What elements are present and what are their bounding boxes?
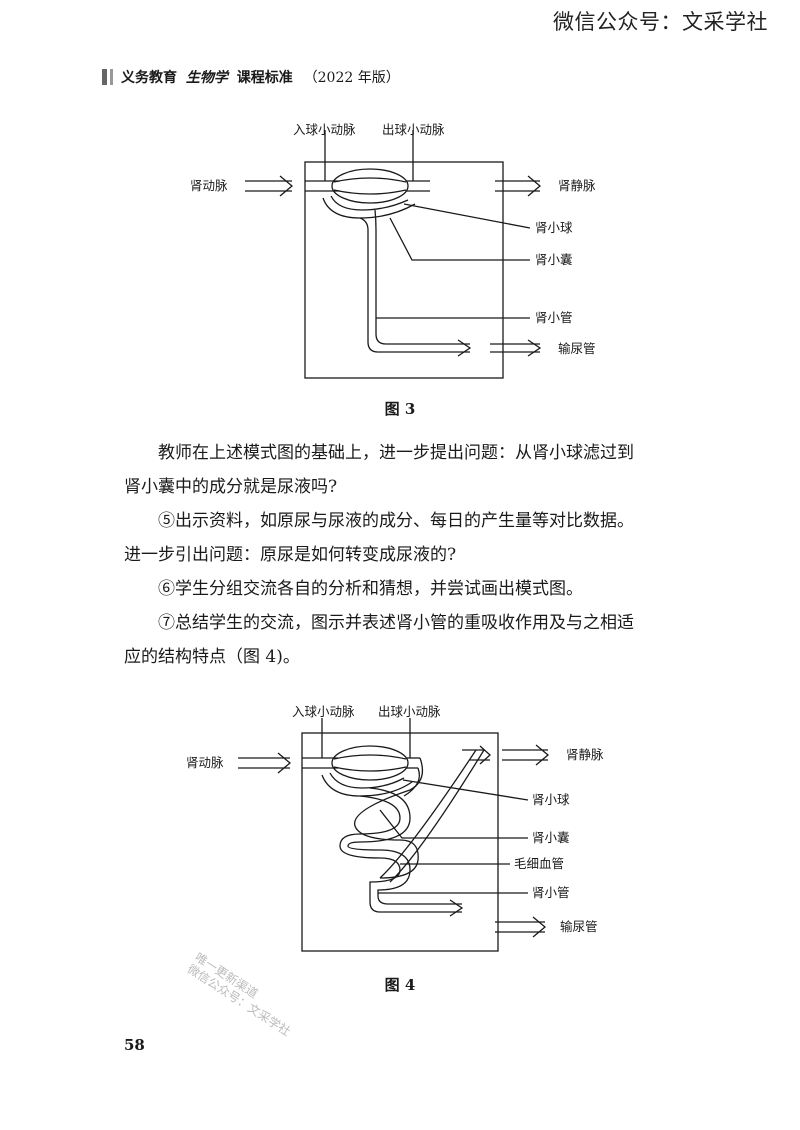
head-part2: 生物学 bbox=[185, 70, 228, 86]
figure-3: 入球小动脉 出球小动脉 肾动脉 肾静脉 肾小球 肾小囊 肾小管 输尿管 bbox=[0, 118, 800, 388]
fig4-label-ureter: 输尿管 bbox=[560, 919, 598, 934]
head-edition: （2022 年版） bbox=[303, 70, 400, 86]
head-part1: 义务教育 bbox=[121, 70, 177, 86]
running-head: 义务教育 生物学 课程标准 （2022 年版） bbox=[102, 66, 400, 88]
coiled-tubule-inner bbox=[347, 787, 462, 905]
fig3-label-efferent: 出球小动脉 bbox=[382, 122, 445, 137]
fig4-label-renal-artery: 肾动脉 bbox=[186, 755, 224, 770]
figure-3-diagram: 入球小动脉 出球小动脉 肾动脉 肾静脉 肾小球 肾小囊 肾小管 输尿管 bbox=[190, 122, 596, 379]
figure-4-diagram: 入球小动脉 出球小动脉 肾动脉 肾静脉 肾小球 肾小囊 毛细血管 肾小管 输尿管 bbox=[186, 704, 604, 952]
running-head-bars bbox=[102, 69, 113, 85]
fig4-label-capillary: 毛细血管 bbox=[514, 856, 564, 871]
fig3-label-renal-artery: 肾动脉 bbox=[190, 178, 228, 193]
figure-3-caption: 图 3 bbox=[384, 400, 416, 418]
figure-4-caption: 图 4 bbox=[384, 976, 416, 994]
watermark-top: 微信公众号：文采学社 bbox=[553, 10, 768, 34]
para-1-line-2: 肾小囊中的成分就是尿液吗? bbox=[124, 477, 338, 497]
coiled-tubule-outer bbox=[339, 795, 462, 913]
running-head-title: 义务教育 生物学 课程标准 （2022 年版） bbox=[121, 67, 400, 87]
fig3-label-renal-vein: 肾静脉 bbox=[558, 178, 596, 193]
fig3-label-tubule: 肾小管 bbox=[535, 310, 573, 325]
capillary-coil bbox=[354, 757, 424, 879]
fig4-label-renal-vein: 肾静脉 bbox=[566, 747, 604, 762]
para-2-line-2: 进一步引出问题：原尿是如何转变成尿液的? bbox=[124, 545, 457, 565]
nephron-frame-4 bbox=[301, 732, 499, 952]
body-text: 教师在上述模式图的基础上，进一步提出问题：从肾小球滤过到 肾小囊中的成分就是尿液… bbox=[124, 436, 684, 674]
para-2-line-1: ⑤出示资料，如原尿与尿液的成分、每日的产生量等对比数据。 bbox=[158, 511, 634, 531]
glomerulus-loop-1 bbox=[333, 177, 407, 183]
fig3-label-capsule: 肾小囊 bbox=[535, 252, 573, 267]
fig3-label-afferent: 入球小动脉 bbox=[293, 122, 356, 137]
fig4-label-tubule: 肾小管 bbox=[532, 885, 570, 900]
fig3-label-glomerulus: 肾小球 bbox=[535, 220, 573, 235]
page-number: 58 bbox=[124, 1036, 145, 1054]
figure-4: 入球小动脉 出球小动脉 肾动脉 肾静脉 肾小球 肾小囊 毛细血管 肾小管 输尿管 bbox=[0, 700, 800, 960]
nephron-frame bbox=[304, 161, 504, 379]
glomerulus-ball bbox=[331, 168, 409, 204]
para-4-line-2: 应的结构特点（图 4)。 bbox=[124, 647, 300, 667]
fig4-label-glomerulus: 肾小球 bbox=[532, 792, 570, 807]
fig4-label-afferent: 入球小动脉 bbox=[292, 704, 355, 719]
fig4-label-efferent: 出球小动脉 bbox=[378, 704, 441, 719]
para-1-line-1: 教师在上述模式图的基础上，进一步提出问题：从肾小球滤过到 bbox=[158, 443, 634, 463]
head-part3: 课程标准 bbox=[236, 70, 293, 86]
para-3: ⑥学生分组交流各自的分析和猜想，并尝试画出模式图。 bbox=[158, 579, 583, 599]
fig3-label-ureter: 输尿管 bbox=[558, 341, 596, 356]
fig4-label-capsule: 肾小囊 bbox=[532, 830, 570, 845]
para-4-line-1: ⑦总结学生的交流，图示并表述肾小管的重吸收作用及与之相适 bbox=[158, 613, 634, 633]
glomerulus-loop-2 bbox=[333, 189, 407, 195]
